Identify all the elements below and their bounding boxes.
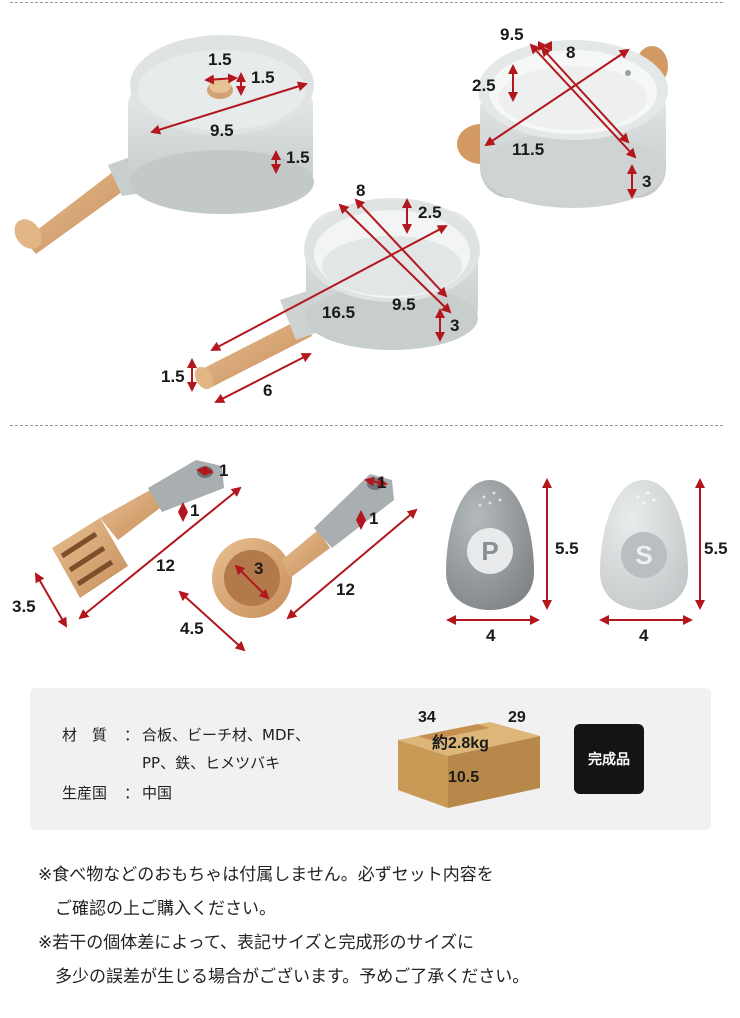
frypan-illustration	[194, 198, 480, 390]
material-value-line1: 合板、ビーチ材、MDF、	[142, 726, 311, 744]
origin-row: 生産国 ：中国	[62, 782, 172, 803]
spec-panel: 材 質：合板、ビーチ材、MDF、 PP、鉄、ヒメツバキ 生産国：中国 34 29…	[30, 688, 711, 830]
pot-illustration	[457, 40, 668, 208]
frypan-outer-diameter-label: 9.5	[392, 295, 416, 314]
shipping-box-illustration: 34 29 約2.8kg 10.5	[398, 709, 540, 808]
dimension-arrows	[35, 41, 705, 652]
box-weight-label: 約2.8kg	[432, 733, 489, 752]
salt-letter: S	[635, 540, 652, 570]
material-value-line2: PP、鉄、ヒメツバキ	[142, 754, 281, 772]
middle-divider	[10, 425, 723, 426]
pot-top-diameter-label: 9.5	[500, 25, 524, 44]
salt-height-label: 5.5	[704, 539, 728, 558]
turner-length-label: 12	[156, 556, 175, 575]
ladle-thickness-label: 1	[369, 509, 378, 528]
pepper-letter: P	[481, 536, 498, 566]
note-line-3: ※若干の個体差によって、表記サイズと完成形のサイズに	[38, 933, 475, 953]
material-label: 材 質	[62, 726, 108, 744]
box-height-label: 10.5	[448, 769, 479, 786]
salt-shaker-illustration: S	[600, 480, 688, 610]
pepper-shaker-illustration: P	[446, 480, 534, 610]
ladle-width-label: 4.5	[180, 619, 204, 638]
origin-value: 中国	[142, 784, 173, 802]
frypan-handle-height-label: 1.5	[161, 367, 185, 386]
pot-inner-diameter-label: 8	[566, 43, 575, 62]
saucepan-knob-height-label: 1.5	[251, 68, 275, 87]
frypan-inner-diameter-label: 8	[356, 181, 365, 200]
material-row-continued: PP、鉄、ヒメツバキ	[142, 752, 280, 773]
box-depth-label: 34	[418, 709, 436, 726]
frypan-depth-label: 2.5	[418, 203, 442, 222]
material-colon: ：	[124, 726, 140, 744]
pepper-width-label: 4	[486, 626, 496, 645]
saucepan-knob-width-label: 1.5	[208, 50, 232, 69]
frypan-height-label: 3	[450, 316, 459, 335]
product-illustration: P S	[12, 25, 728, 652]
pepper-height-label: 5.5	[555, 539, 579, 558]
ladle-hole-label: 1	[377, 473, 386, 492]
turner-illustration	[52, 460, 224, 598]
ladle-length-label: 12	[336, 580, 355, 599]
ladle-illustration	[212, 474, 394, 618]
notes-section: ※食べ物などのおもちゃは付属しません。必ずセット内容を ご確認の上ご購入ください…	[38, 858, 718, 994]
pot-overall-width-label: 11.5	[512, 140, 544, 159]
ladle-bowl-label: 3	[254, 559, 263, 578]
saucepan-lid-thickness-label: 1.5	[286, 148, 310, 167]
origin-label: 生産国	[62, 784, 108, 802]
saucepan-lid-diameter-label: 9.5	[210, 121, 234, 140]
assembled-badge: 完成品	[574, 724, 644, 794]
frypan-handle-length-label: 6	[263, 381, 272, 400]
material-row: 材 質 ：合板、ビーチ材、MDF、	[62, 724, 310, 745]
frypan-overall-length-label: 16.5	[322, 303, 355, 322]
turner-thickness-label: 1	[190, 501, 199, 520]
note-line-1: ※食べ物などのおもちゃは付属しません。必ずセット内容を	[38, 865, 494, 885]
pot-inner-depth-label: 2.5	[472, 76, 496, 95]
pot-height-label: 3	[642, 172, 651, 191]
box-width-label: 29	[508, 709, 526, 726]
turner-width-label: 3.5	[12, 597, 36, 616]
origin-colon: ：	[124, 784, 140, 802]
note-line-2: ご確認の上ご購入ください。	[38, 899, 276, 919]
top-divider	[10, 2, 723, 3]
turner-hole-label: 1	[219, 461, 228, 480]
note-line-4: 多少の誤差が生じる場合がございます。予めご了承ください。	[38, 967, 530, 987]
salt-width-label: 4	[639, 626, 649, 645]
